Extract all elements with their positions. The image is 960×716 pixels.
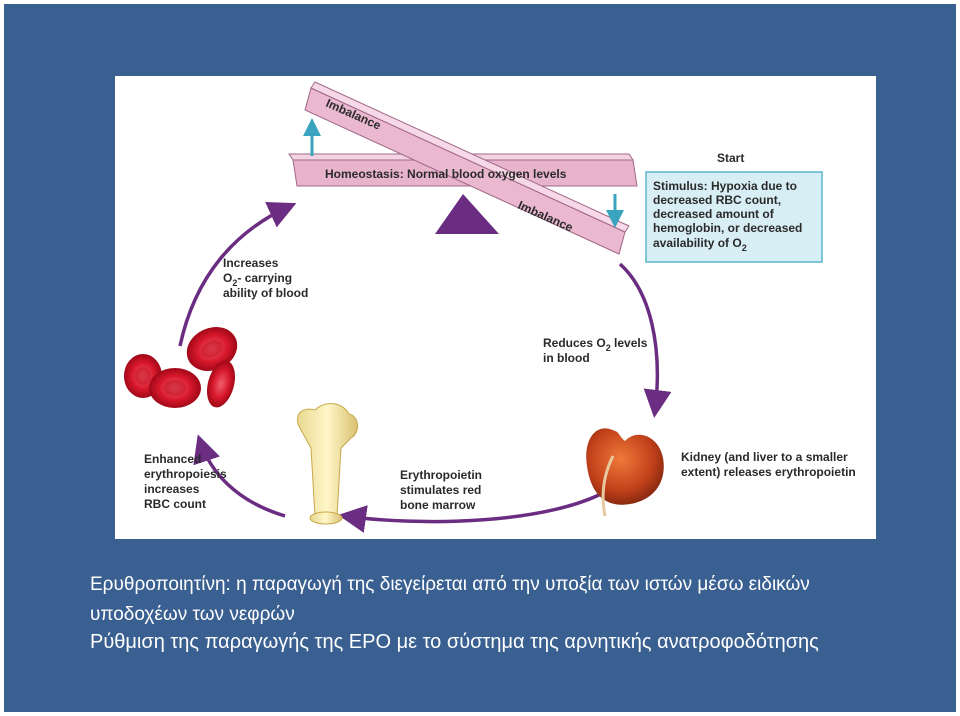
enhanced-label: Enhanced erythropoiesis increases RBC co… bbox=[144, 452, 227, 511]
imbalance-beam-top bbox=[310, 81, 630, 233]
rbc-4 bbox=[206, 360, 236, 408]
svg-text:Increases: Increases bbox=[223, 256, 279, 270]
stimulus-line-2: decreased RBC count, bbox=[653, 193, 781, 207]
red-blood-cells bbox=[124, 327, 238, 408]
svg-text:Kidney (and liver to a smaller: Kidney (and liver to a smaller bbox=[681, 450, 848, 464]
svg-text:Enhanced: Enhanced bbox=[144, 452, 201, 466]
kidney-label: Kidney (and liver to a smaller extent) r… bbox=[681, 450, 856, 479]
svg-text:O2- carrying: O2- carrying bbox=[223, 271, 292, 288]
stimulus-line-3: decreased amount of bbox=[653, 207, 775, 221]
erythropoiesis-feedback-diagram: Homeostasis: Normal blood oxygen levels … bbox=[124, 81, 856, 533]
svg-text:extent) releases erythropoieti: extent) releases erythropoietin bbox=[681, 465, 856, 479]
arrow-stimulus-to-reduces bbox=[618, 262, 672, 418]
bone-illustration bbox=[296, 403, 358, 525]
svg-text:Erythropoietin: Erythropoietin bbox=[400, 468, 482, 482]
seesaw: Homeostasis: Normal blood oxygen levels … bbox=[288, 81, 638, 255]
arrow-marrow-to-rbc bbox=[193, 434, 286, 518]
start-label: Start bbox=[717, 151, 744, 165]
caption-line-1: Ερυθροποιητίνη: η παραγωγή της διεγείρετ… bbox=[90, 574, 810, 595]
stimulus-line-1: Stimulus: Hypoxia due to bbox=[653, 179, 797, 193]
diagram-panel: Homeostasis: Normal blood oxygen levels … bbox=[115, 76, 876, 539]
stimulus-group: Start Stimulus: Hypoxia due to decreased… bbox=[645, 151, 823, 263]
stimulus-line-4: hemoglobin, or decreased bbox=[653, 221, 802, 235]
svg-text:stimulates red: stimulates red bbox=[400, 483, 481, 497]
fulcrum-triangle bbox=[435, 194, 499, 234]
homeostasis-label: Homeostasis: Normal blood oxygen levels bbox=[325, 167, 567, 181]
cycle-arrows bbox=[178, 201, 672, 533]
svg-text:erythropoiesis: erythropoiesis bbox=[144, 467, 227, 481]
svg-text:bone marrow: bone marrow bbox=[400, 498, 476, 512]
arrow-rbc-to-homeostasis bbox=[178, 201, 297, 347]
svg-text:RBC count: RBC count bbox=[144, 497, 206, 511]
stimulus-line-5: availability of O2 bbox=[653, 236, 747, 253]
svg-text:ability of blood: ability of blood bbox=[223, 286, 308, 300]
svg-text:Reduces O2 levels: Reduces O2 levels bbox=[543, 336, 648, 353]
caption-line-3: Ρύθμιση της παραγωγής της EPO με το σύστ… bbox=[90, 631, 819, 653]
svg-text:increases: increases bbox=[144, 482, 200, 496]
reduces-label: Reduces O2 levels in blood bbox=[543, 336, 648, 365]
arrow-kidney-to-marrow bbox=[338, 484, 616, 533]
caption-line-2: υποδοχέων των νεφρών bbox=[90, 604, 295, 625]
svg-text:in blood: in blood bbox=[543, 351, 590, 365]
stimulus-box bbox=[645, 171, 823, 263]
increases-label: Increases O2- carrying ability of blood bbox=[223, 256, 308, 300]
epo-label: Erythropoietin stimulates red bone marro… bbox=[400, 468, 482, 512]
kidney-illustration bbox=[586, 428, 664, 517]
